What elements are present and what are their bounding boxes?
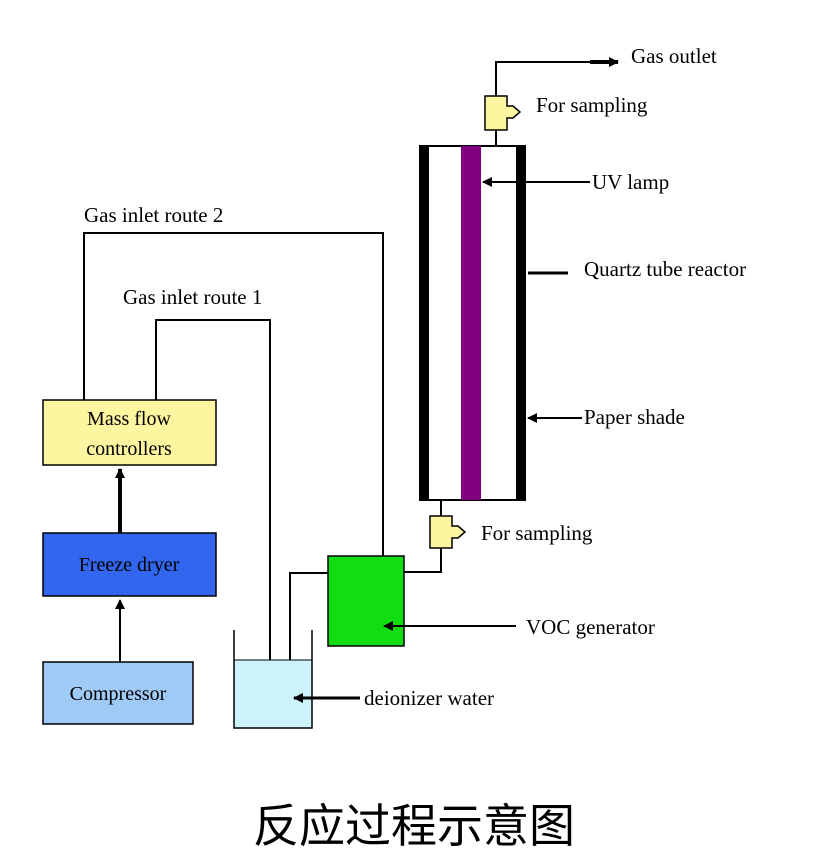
voc-to-reactor-line xyxy=(404,548,442,573)
deionized-water xyxy=(234,660,312,728)
gas-inlet-route-1-line xyxy=(155,319,271,694)
sampling-port-bottom xyxy=(429,515,467,549)
uv-lamp-label: UV lamp xyxy=(592,170,669,194)
uv-lamp xyxy=(461,146,481,500)
mass-flow-controllers-box xyxy=(42,399,217,466)
compressor-label: Compressor xyxy=(70,683,167,705)
gas-inlet-route-2-line xyxy=(83,232,384,556)
freeze-dryer-label: Freeze dryer xyxy=(79,554,180,576)
gas-inlet-route-1-label: Gas inlet route 1 xyxy=(123,285,262,309)
paper-shade-left xyxy=(420,146,429,500)
paper-shade-right xyxy=(516,146,525,500)
water-beaker xyxy=(233,630,313,729)
quartz-tube-reactor-label: Quartz tube reactor xyxy=(584,257,746,281)
sampling-bottom-label: For sampling xyxy=(481,521,593,545)
deionized-water-label: deionizer water xyxy=(364,686,494,710)
paper-shade-label: Paper shade xyxy=(584,405,685,429)
sampling-top-label: For sampling xyxy=(536,93,648,117)
gas-outlet-label: Gas outlet xyxy=(631,44,717,68)
diagram-caption: 反应过程示意图 xyxy=(253,799,575,853)
compressor-box xyxy=(42,661,194,725)
voc-generator-box xyxy=(327,555,405,647)
voc-generator-label: VOC generator xyxy=(526,615,655,639)
mfc-label-line2: controllers xyxy=(86,438,172,460)
freeze-dryer-box xyxy=(42,532,217,597)
gas-inlet-route-2-label: Gas inlet route 2 xyxy=(84,203,223,227)
water-to-voc-line xyxy=(289,572,328,660)
mfc-label-line1: Mass flow xyxy=(87,408,171,430)
sampling-port-top xyxy=(484,95,522,131)
gas-outlet-line xyxy=(495,61,610,96)
